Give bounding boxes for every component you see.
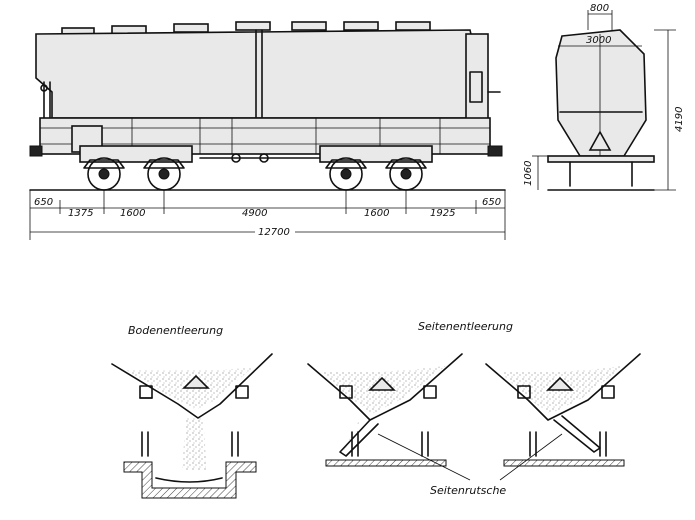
dim-650-right: 650	[482, 197, 501, 208]
dim-1925: 1925	[430, 208, 455, 219]
caption-side-discharge: Seitenentleerung	[418, 320, 513, 333]
dim-total-height: 4190	[674, 107, 685, 132]
dim-4900: 4900	[242, 208, 267, 219]
dim-1600-left: 1600	[120, 208, 145, 219]
wagon-end-view: 800 3000 1060 4190	[523, 3, 685, 191]
side-discharge-diagram-1	[307, 353, 463, 467]
dim-end-width: 3000	[586, 35, 611, 46]
dim-overall-length: 12700	[258, 227, 290, 238]
caption-bottom-discharge: Bodenentleerung	[128, 324, 223, 337]
dim-end-top-width: 800	[590, 3, 609, 14]
bottom-discharge-diagram	[111, 353, 273, 499]
left-buffer	[29, 145, 43, 157]
dim-1375: 1375	[68, 208, 93, 219]
side-discharge-diagram-2	[485, 353, 641, 467]
roof-hatches	[61, 21, 431, 35]
dimension-chain: 650 1375 1600 4900 1600 1925 650 12700	[29, 190, 506, 240]
caption-side-chute: Seitenrutsche	[430, 484, 506, 497]
wagon-side-view	[29, 21, 506, 191]
bogie-left	[79, 145, 193, 191]
dim-buffer-height: 1060	[523, 161, 534, 186]
dim-1600-right: 1600	[364, 208, 389, 219]
right-buffer	[487, 145, 503, 157]
bogie-right	[319, 145, 433, 191]
dim-650-left: 650	[34, 197, 53, 208]
